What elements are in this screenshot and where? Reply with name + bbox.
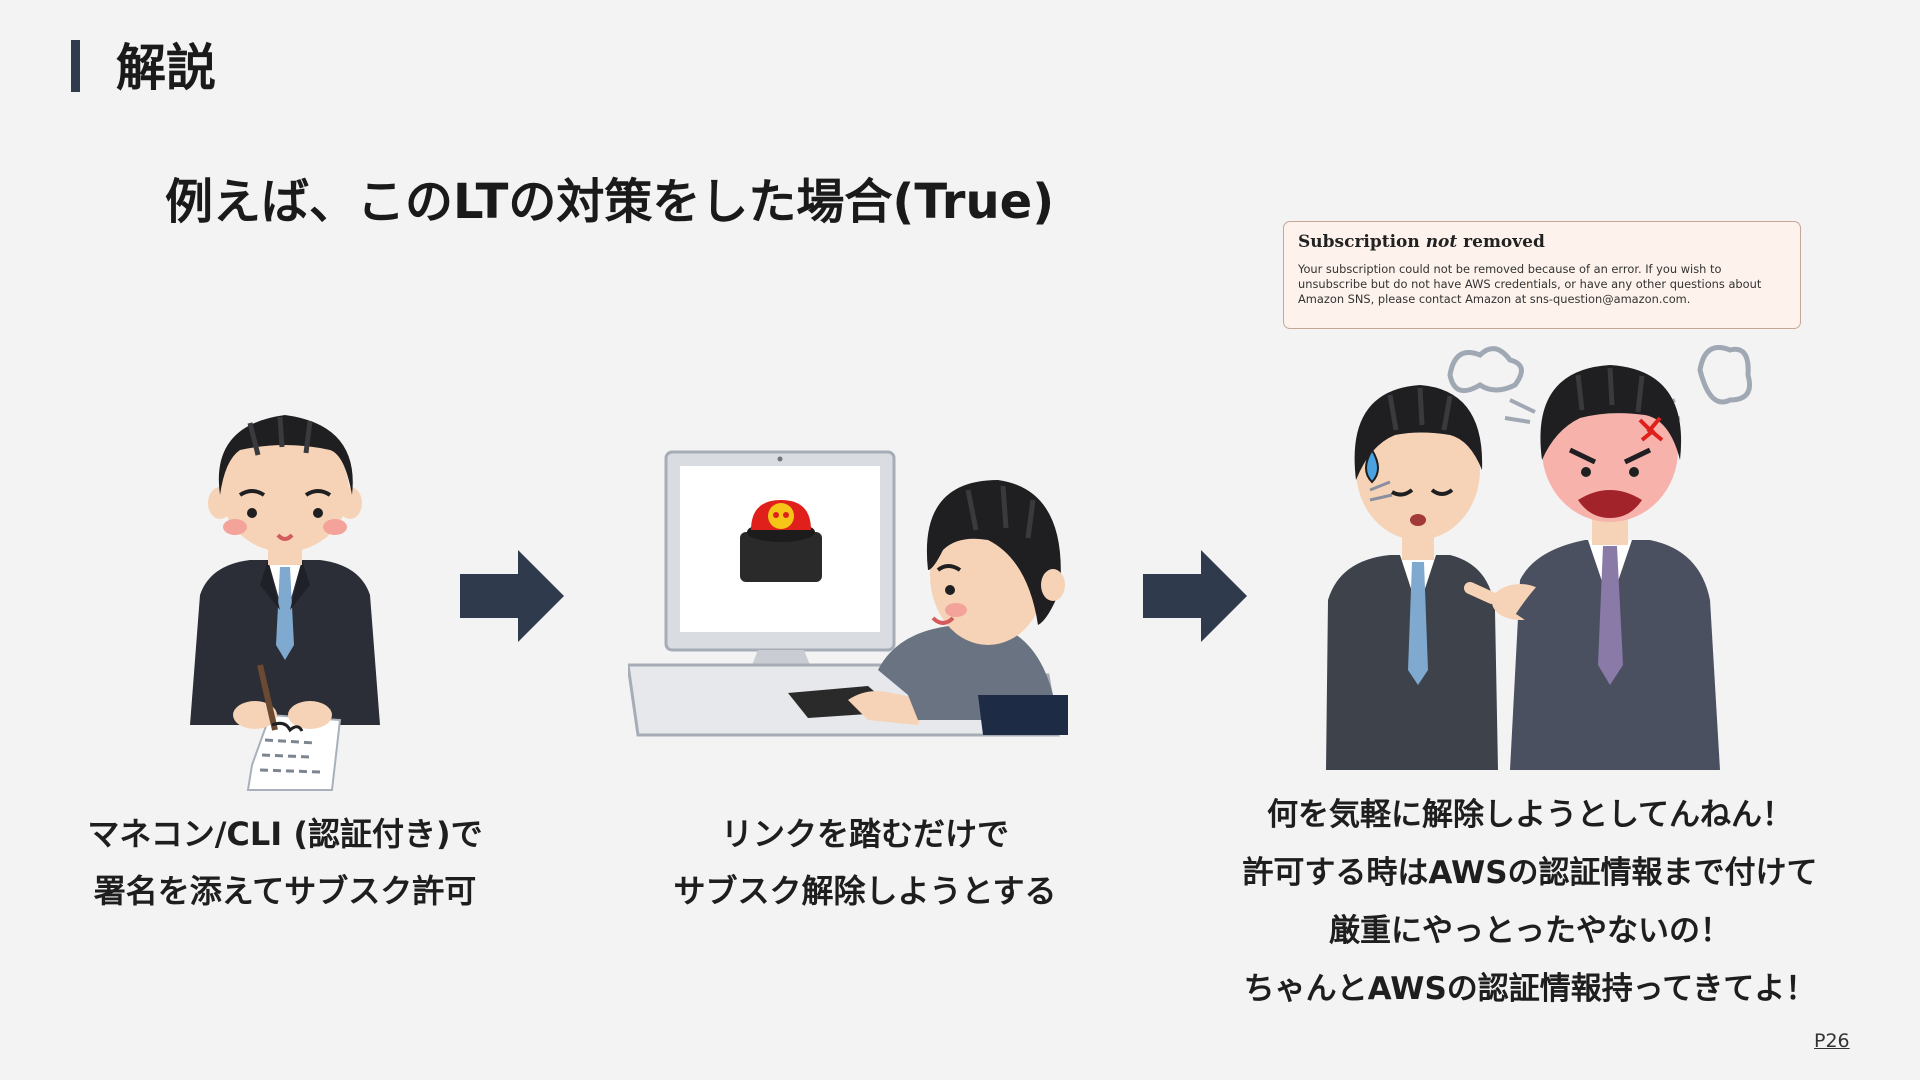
error-title-suffix: removed [1457, 232, 1545, 252]
man-pressing-skull-button-on-computer-icon [628, 450, 1068, 737]
caption-line: ちゃんとAWSの認証情報持ってきてよ！ [1243, 971, 1817, 1007]
subscription-error-box: Subscription not removed Your subscripti… [1283, 221, 1801, 329]
caption-line: マネコン/CLI (認証付き)で [87, 815, 483, 853]
error-title-emphasis: not [1425, 232, 1458, 252]
step-1-caption: マネコン/CLI (認証付き)で 署名を添えてサブスク許可 [60, 806, 510, 920]
caption-line: 署名を添えてサブスク許可 [93, 872, 477, 910]
error-message: Your subscription could not be removed b… [1298, 262, 1762, 306]
caption-line: 許可する時はAWSの認証情報まで付けて [1242, 855, 1818, 891]
slide-subtitle: 例えば、このLTの対策をした場合(True) [165, 174, 1055, 230]
slide-heading: 解説 [116, 39, 216, 97]
caption-line: 何を気軽に解除しようとしてんねん！ [1266, 797, 1794, 833]
page-number: P26 [1814, 1030, 1850, 1052]
caption-line: 厳重にやっとったやないの！ [1328, 913, 1732, 949]
caption-line: サブスク解除しようとする [673, 872, 1057, 910]
businessman-signing-document-icon [190, 415, 380, 791]
error-title-prefix: Subscription [1298, 232, 1426, 252]
error-title: Subscription not removed [1298, 232, 1786, 252]
caption-line: リンクを踏むだけで [720, 815, 1009, 853]
step-2-caption: リンクを踏むだけで サブスク解除しようとする [640, 806, 1090, 920]
arrow-right-icon [1143, 550, 1247, 642]
heading-accent-bar [71, 40, 80, 92]
step-3-caption: 何を気軽に解除しようとしてんねん！ 許可する時はAWSの認証情報まで付けて 厳重… [1230, 786, 1830, 1018]
arrow-right-icon [460, 550, 564, 642]
angry-boss-scolding-employee-icon [1326, 345, 1752, 770]
